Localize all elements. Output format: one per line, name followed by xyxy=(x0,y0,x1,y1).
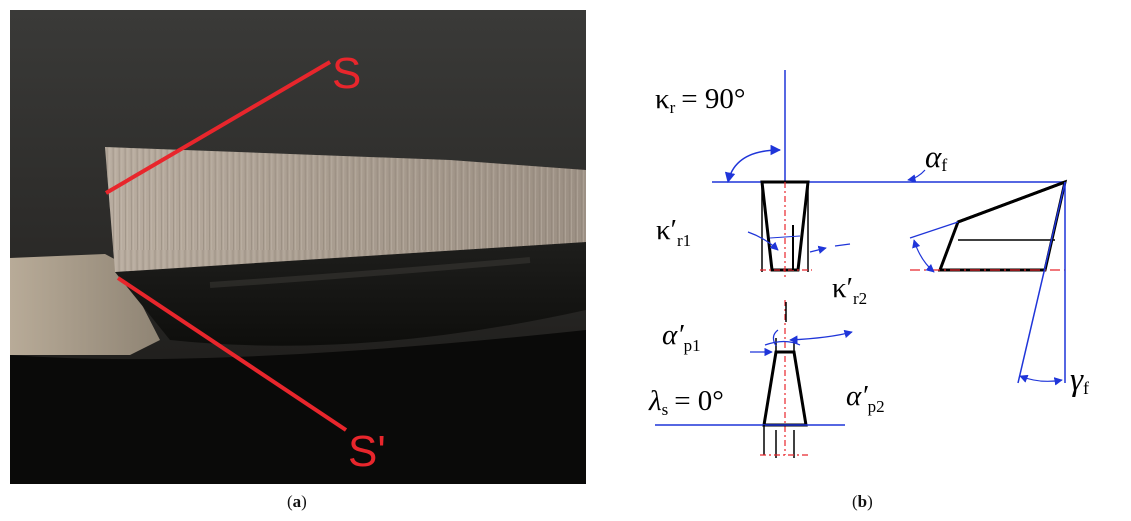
alpha-f-label: αf xyxy=(925,139,947,175)
photo-shadow xyxy=(10,330,586,484)
gamma-f-arc xyxy=(1019,374,1063,386)
lambda-s-label: λs= 0° xyxy=(648,385,724,419)
gamma-f-label: γf xyxy=(1070,362,1089,398)
top-view xyxy=(712,70,1065,278)
kappa-r1-label: κ′r1 xyxy=(656,214,691,250)
kappa-r-arc xyxy=(724,144,782,184)
caption-b: (b) xyxy=(852,492,873,511)
side-view xyxy=(907,169,1068,386)
alpha-p2-arc xyxy=(789,329,853,344)
kappa-r2-label: κ′r2 xyxy=(832,272,867,308)
side-angle-arc xyxy=(912,239,935,273)
label-s: S xyxy=(332,49,361,98)
caption-a: (a) xyxy=(287,492,307,511)
line-s-prime xyxy=(116,276,348,432)
front-view xyxy=(655,300,853,458)
line-s xyxy=(104,60,332,195)
tool-side-outline xyxy=(937,179,1068,272)
alpha-p1-label: α′p1 xyxy=(662,319,701,355)
label-s-prime: S' xyxy=(348,427,386,476)
kappa-r-label: κr= 90° xyxy=(655,83,746,117)
alpha-p2-label: α′p2 xyxy=(846,380,885,416)
alpha-f-arrow xyxy=(907,169,926,183)
cutting-edge-photo: S S' xyxy=(10,10,586,484)
kappa-r2-arrow xyxy=(809,245,827,254)
kappa-r1-arrow xyxy=(747,231,779,251)
tool-angle-diagram: κr= 90° αf κ′r1 κ′r2 α′p1 α′p2 λs= 0° γf xyxy=(648,70,1089,458)
angle-labels: κr= 90° αf κ′r1 κ′r2 α′p1 α′p2 λs= 0° γf xyxy=(648,83,1089,419)
